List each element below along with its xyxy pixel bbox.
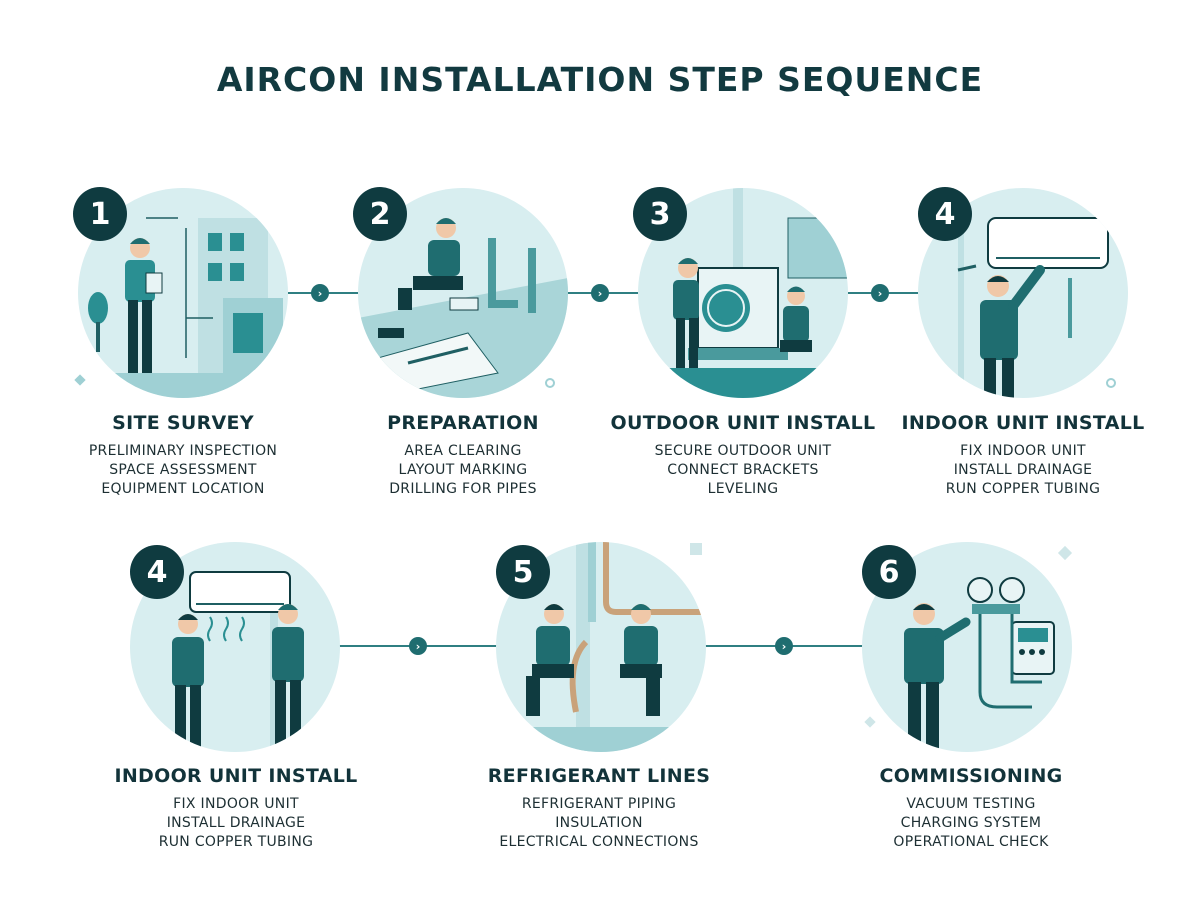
step-5-details: FIX INDOOR UNIT INSTALL DRAINAGE RUN COP… — [86, 795, 386, 852]
step-4-illustration — [918, 188, 1128, 398]
step-7-details: VACUUM TESTING CHARGING SYSTEM OPERATION… — [821, 795, 1121, 852]
preparation-illustration — [358, 218, 568, 398]
step-4-number-badge: 4 — [918, 187, 972, 241]
step-3-details: SECURE OUTDOOR UNIT CONNECT BRACKETS LEV… — [593, 442, 893, 499]
step-4-line: RUN COPPER TUBING — [945, 481, 1101, 497]
step-3-title: OUTDOOR UNIT INSTALL — [610, 412, 876, 434]
step-6-number-badge: 5 — [496, 545, 550, 599]
indoor-unit-illustration — [957, 188, 1109, 398]
step-1-line: SPACE ASSESSMENT — [109, 462, 257, 478]
step-4-line: INSTALL DRAINAGE — [953, 462, 1093, 478]
step-2-line: LAYOUT MARKING — [398, 462, 528, 478]
step-6-line: INSULATION — [555, 815, 643, 831]
sparkle-icon — [545, 378, 555, 388]
connector-arrow-icon: › — [409, 637, 427, 655]
connector-arrow-icon: › — [591, 284, 609, 302]
step-3-line: LEVELING — [707, 481, 779, 497]
step-3-line: SECURE OUTDOOR UNIT — [654, 443, 832, 459]
connector-arrow-icon: › — [311, 284, 329, 302]
step-1-illustration — [78, 188, 288, 398]
step-3-number-badge: 3 — [633, 187, 687, 241]
step-1-line: EQUIPMENT LOCATION — [101, 481, 265, 497]
step-1-title: SITE SURVEY — [112, 412, 254, 434]
step-2-line: DRILLING FOR PIPES — [389, 481, 537, 497]
step-2-number-badge: 2 — [353, 187, 407, 241]
sparkle-icon — [690, 543, 702, 555]
step-7-line: CHARGING SYSTEM — [900, 815, 1042, 831]
step-5-title: INDOOR UNIT INSTALL — [114, 765, 358, 787]
sparkle-icon — [1106, 378, 1116, 388]
step-1-number-badge: 1 — [73, 187, 127, 241]
indoor-unit-team-illustration — [172, 571, 304, 752]
step-2-details: AREA CLEARING LAYOUT MARKING DRILLING FO… — [313, 442, 613, 499]
sparkle-icon — [74, 374, 86, 386]
step-7-line: OPERATIONAL CHECK — [893, 834, 1049, 850]
page-title: AIRCON INSTALLATION STEP SEQUENCE — [216, 60, 984, 99]
step-1-details: PRELIMINARY INSPECTION SPACE ASSESSMENT … — [33, 442, 333, 499]
step-7-number-badge: 6 — [862, 545, 916, 599]
step-4-line: FIX INDOOR UNIT — [960, 443, 1086, 459]
connector-arrow-icon: › — [775, 637, 793, 655]
step-1-line: PRELIMINARY INSPECTION — [88, 443, 278, 459]
refrigerant-lines-illustration — [496, 542, 706, 752]
step-4-title: INDOOR UNIT INSTALL — [901, 412, 1145, 434]
commissioning-illustration — [904, 577, 1055, 752]
step-3-line: CONNECT BRACKETS — [667, 462, 819, 478]
step-2-line: AREA CLEARING — [404, 443, 522, 459]
sparkle-icon — [1057, 545, 1073, 561]
connector-arrow-icon: › — [871, 284, 889, 302]
step-4-details: FIX INDOOR UNIT INSTALL DRAINAGE RUN COP… — [873, 442, 1173, 499]
step-6-line: ELECTRICAL CONNECTIONS — [499, 834, 699, 850]
step-5-line: INSTALL DRAINAGE — [166, 815, 306, 831]
step-3-illustration — [638, 188, 848, 398]
step-7-title: COMMISSIONING — [879, 765, 1063, 787]
step-6-details: REFRIGERANT PIPING INSULATION ELECTRICAL… — [449, 795, 749, 852]
step-5-line: RUN COPPER TUBING — [158, 834, 314, 850]
step-5-line: FIX INDOOR UNIT — [173, 796, 299, 812]
step-6-line: REFRIGERANT PIPING — [521, 796, 677, 812]
sparkle-icon — [864, 716, 876, 728]
step-2-title: PREPARATION — [387, 412, 539, 434]
step-5-number-badge: 4 — [130, 545, 184, 599]
step-6-title: REFRIGERANT LINES — [487, 765, 711, 787]
step-7-line: VACUUM TESTING — [906, 796, 1036, 812]
